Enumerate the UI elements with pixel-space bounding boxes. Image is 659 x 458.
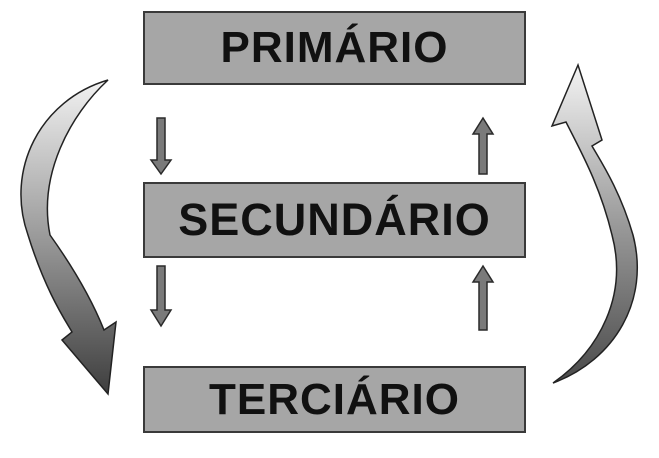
right-curved-arrow xyxy=(550,62,638,384)
tertiary-sector-label: TERCIÁRIO xyxy=(209,374,460,424)
primary-sector-box: PRIMÁRIO xyxy=(143,11,526,85)
secondary-sector-box: SECUNDÁRIO xyxy=(143,182,526,258)
left-curved-arrow xyxy=(20,79,117,396)
secondary-sector-label: SECUNDÁRIO xyxy=(178,194,491,245)
primary-sector-label: PRIMÁRIO xyxy=(220,23,449,72)
arrow-up-tertiary-to-secondary xyxy=(471,264,495,331)
arrow-down-secondary-to-tertiary xyxy=(149,265,173,328)
tertiary-sector-box: TERCIÁRIO xyxy=(143,366,526,433)
arrow-down-primary-to-secondary xyxy=(149,117,173,176)
arrow-up-secondary-to-primary xyxy=(471,116,495,175)
